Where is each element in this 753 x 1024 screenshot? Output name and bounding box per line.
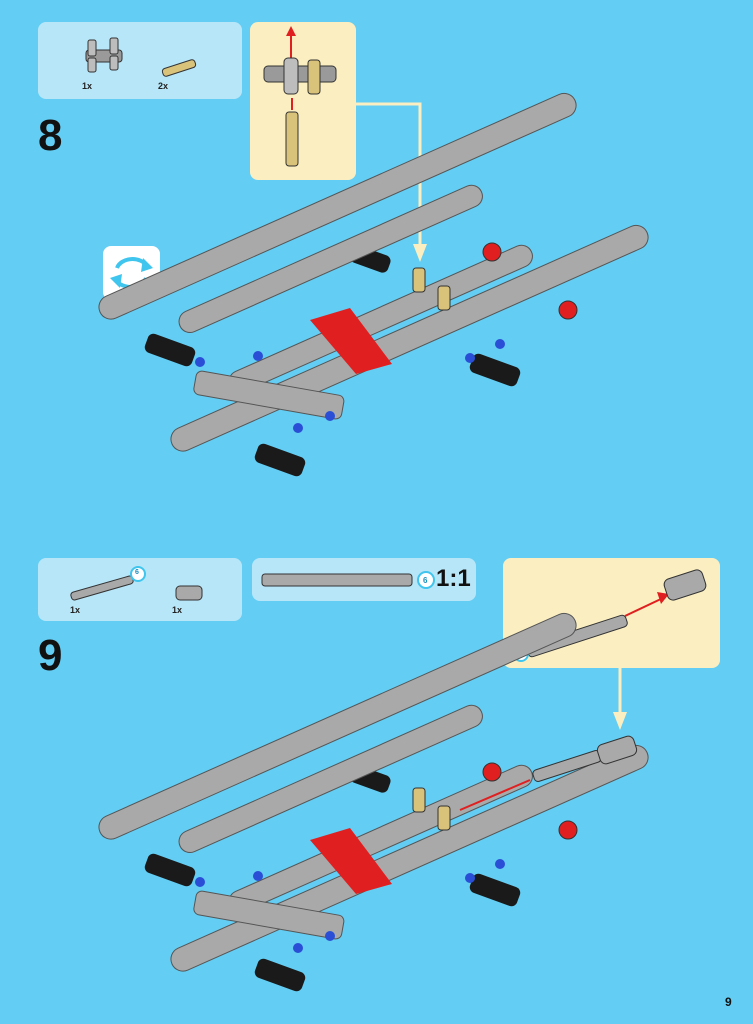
chassis-black-beams xyxy=(144,245,521,477)
part-qty-friction-pin: 2x xyxy=(158,81,169,91)
scale-length-badge: 6 xyxy=(423,576,428,585)
chassis-red-panel xyxy=(310,828,392,894)
axle-6-length-badge: 6 xyxy=(135,569,139,576)
chassis-gray-beams xyxy=(98,612,649,972)
axle-scale-icon xyxy=(261,571,435,589)
part-qty-axle-6: 1x xyxy=(70,605,81,615)
axle-pin-connector-icon xyxy=(85,37,123,73)
part-qty-axle-joiner: 1x xyxy=(172,605,183,615)
axle-joiner-icon xyxy=(175,585,203,601)
step-8-callout xyxy=(250,22,356,180)
step-9-scale-panel: 6 1:1 xyxy=(252,558,476,601)
part-qty-axle-pin-connector: 1x xyxy=(82,81,93,91)
axle-6-icon xyxy=(70,566,146,601)
chassis-pins xyxy=(195,762,578,953)
step-number-8: 8 xyxy=(38,111,63,160)
chassis-gray-beams xyxy=(98,92,649,452)
step-9-chassis-model xyxy=(98,612,649,992)
step-number-9: 9 xyxy=(38,631,63,680)
page-number: 9 xyxy=(725,995,732,1009)
connector-assembly-icon xyxy=(263,26,337,167)
chassis-pins xyxy=(195,242,578,433)
step-8-parts-panel: 1x 2x xyxy=(38,22,242,99)
step-9-parts-panel: 6 1x 1x xyxy=(38,558,242,621)
friction-pin-icon xyxy=(161,59,197,77)
step-8-chassis-model xyxy=(98,92,649,477)
scale-label: 1:1 xyxy=(436,565,471,592)
chassis-red-panel xyxy=(310,308,392,374)
new-axle-part xyxy=(459,735,638,811)
